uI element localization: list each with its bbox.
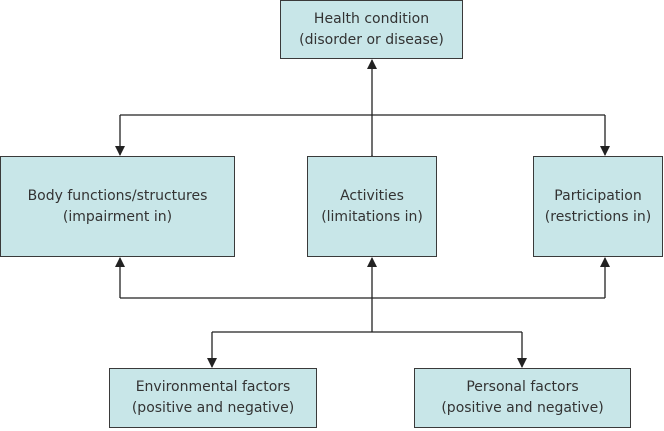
participation-subtitle: (restrictions in) <box>544 208 652 225</box>
personal-factors-box: Personal factors (positive and negative) <box>414 368 631 428</box>
participation-box: Participation (restrictions in) <box>533 156 663 257</box>
health-condition-title: Health condition <box>313 10 430 27</box>
personal-factors-title: Personal factors <box>466 379 579 395</box>
environmental-factors-title: Environmental factors <box>135 379 291 395</box>
body-functions-title: Body functions/structures <box>27 187 208 204</box>
health-condition-subtitle: (disorder or disease) <box>299 31 444 48</box>
environmental-factors-subtitle: (positive and negative) <box>131 400 295 416</box>
health-condition-box: Health condition (disorder or disease) <box>280 0 463 59</box>
body-functions-box: Body functions/structures (impairment in… <box>0 156 235 257</box>
body-functions-subtitle: (impairment in) <box>62 208 173 225</box>
personal-factors-subtitle: (positive and negative) <box>441 400 604 416</box>
activities-title: Activities <box>340 187 404 204</box>
activities-subtitle: (limitations in) <box>321 208 423 225</box>
activities-box: Activities (limitations in) <box>307 156 437 257</box>
environmental-factors-box: Environmental factors (positive and nega… <box>109 368 317 428</box>
participation-title: Participation <box>554 187 642 204</box>
